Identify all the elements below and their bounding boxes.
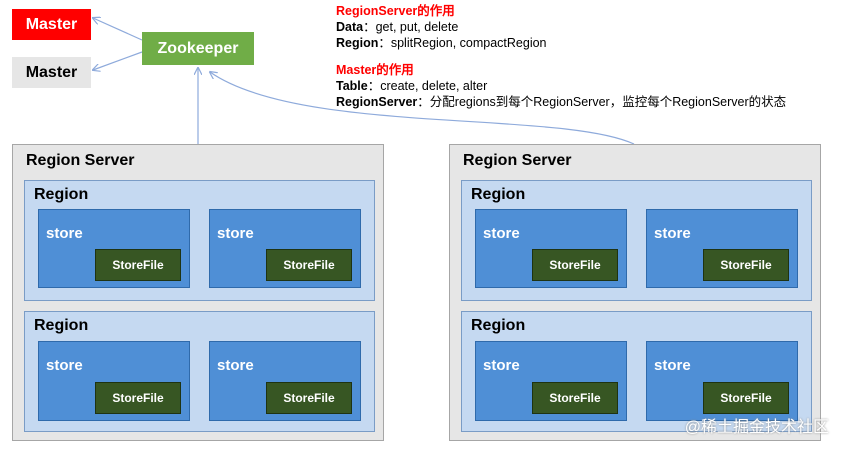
- region-box: Region store StoreFile store StoreFile: [24, 311, 375, 432]
- region-box: Region store StoreFile store StoreFile: [461, 311, 812, 432]
- region-label: Region: [336, 36, 379, 50]
- region-title: Region: [34, 186, 89, 203]
- store-box: store StoreFile: [475, 209, 627, 288]
- storefile-box: StoreFile: [703, 249, 789, 281]
- master-active-node: Master: [12, 9, 91, 40]
- store-box: store StoreFile: [38, 209, 190, 288]
- region-title: Region: [471, 186, 526, 203]
- regionserver-roles: RegionServer的作用 Data：get, put, delete Re…: [336, 3, 547, 51]
- master-roles: Master的作用 Table：create, delete, alter Re…: [336, 62, 786, 110]
- master-regionserver-line: RegionServer：分配regions到每个RegionServer，监控…: [336, 94, 786, 110]
- master-standby-node: Master: [12, 57, 91, 88]
- regionserver-roles-heading: RegionServer的作用: [336, 4, 455, 18]
- regionserver-data-line: Data：get, put, delete: [336, 19, 547, 35]
- storefile-box: StoreFile: [266, 249, 352, 281]
- data-label: Data: [336, 20, 364, 34]
- zookeeper-node: Zookeeper: [142, 32, 254, 65]
- region-server-title: Region Server: [463, 152, 572, 169]
- store-box: store StoreFile: [475, 341, 627, 421]
- store-label: store: [217, 225, 254, 242]
- storefile-box: StoreFile: [95, 382, 181, 414]
- store-label: store: [46, 225, 83, 242]
- data-text: ：get, put, delete: [363, 20, 459, 34]
- region-server-right: Region Server Region store StoreFile sto…: [449, 144, 821, 441]
- store-label: store: [654, 357, 691, 374]
- storefile-box: StoreFile: [266, 382, 352, 414]
- region-server-title: Region Server: [26, 152, 135, 169]
- region-title: Region: [471, 317, 526, 334]
- storefile-box: StoreFile: [95, 249, 181, 281]
- master-table-line: Table：create, delete, alter: [336, 78, 786, 94]
- store-box: store StoreFile: [209, 209, 361, 288]
- store-box: store StoreFile: [646, 209, 798, 288]
- table-text: ：create, delete, alter: [367, 79, 488, 93]
- storefile-box: StoreFile: [703, 382, 789, 414]
- store-label: store: [654, 225, 691, 242]
- store-label: store: [46, 357, 83, 374]
- zookeeper-to-master-active-arrow: [93, 18, 143, 41]
- store-label: store: [217, 357, 254, 374]
- region-server-left: Region Server Region store StoreFile sto…: [12, 144, 384, 441]
- region-title: Region: [34, 317, 89, 334]
- store-box: store StoreFile: [209, 341, 361, 421]
- storefile-box: StoreFile: [532, 382, 618, 414]
- zookeeper-to-master-standby-arrow: [93, 51, 143, 70]
- regionserver-text: ：分配regions到每个RegionServer，监控每个RegionServ…: [417, 95, 787, 109]
- store-label: store: [483, 357, 520, 374]
- storefile-box: StoreFile: [532, 249, 618, 281]
- table-label: Table: [336, 79, 368, 93]
- master-roles-heading: Master的作用: [336, 63, 414, 77]
- region-box: Region store StoreFile store StoreFile: [24, 180, 375, 301]
- region-text: ：splitRegion, compactRegion: [378, 36, 547, 50]
- regionserver-label: RegionServer: [336, 95, 418, 109]
- store-box: store StoreFile: [38, 341, 190, 421]
- regionserver-region-line: Region：splitRegion, compactRegion: [336, 35, 547, 51]
- region-box: Region store StoreFile store StoreFile: [461, 180, 812, 301]
- regionserver-right-to-zookeeper-arrow: [210, 72, 635, 145]
- watermark-text: @稀土掘金技术社区: [684, 419, 829, 436]
- store-label: store: [483, 225, 520, 242]
- store-box: store StoreFile: [646, 341, 798, 421]
